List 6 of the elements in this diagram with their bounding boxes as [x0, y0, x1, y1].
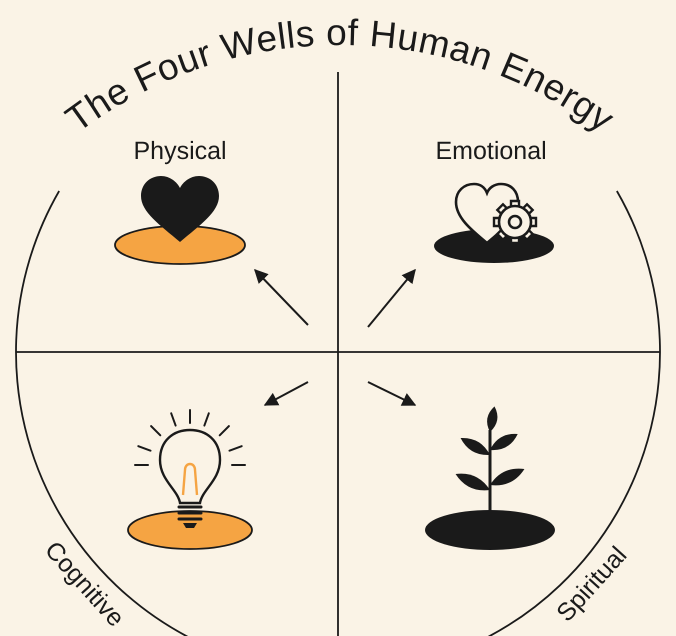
arrow [367, 268, 416, 328]
quadrant-label: Emotional [436, 138, 547, 164]
arrow [254, 269, 309, 326]
arrow [368, 381, 416, 406]
quadrant-label: Physical [134, 138, 227, 164]
arrow [264, 381, 308, 406]
